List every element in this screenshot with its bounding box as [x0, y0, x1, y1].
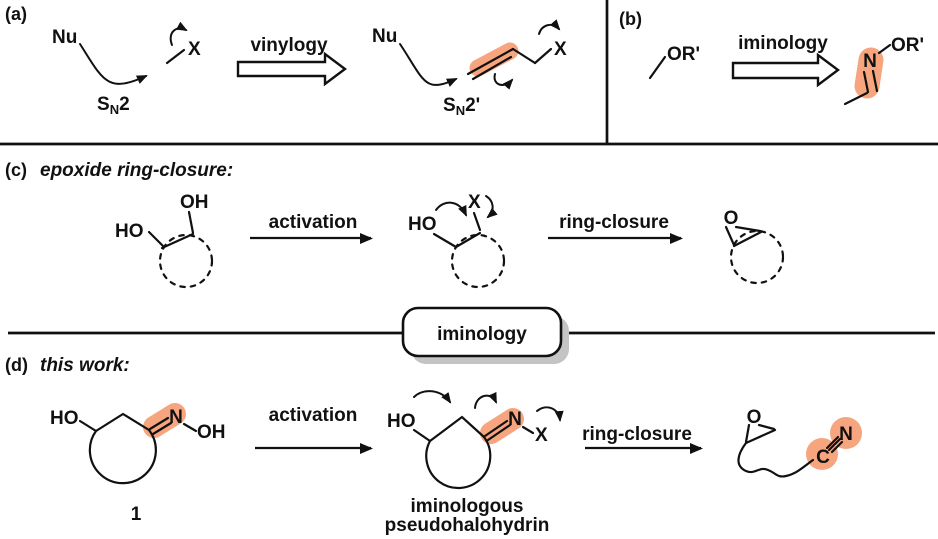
sn2-prime-label: SN2' — [443, 95, 480, 118]
panel-d: (d) this work: HO N OH 1 activation HO — [5, 355, 862, 536]
box-frame — [401, 306, 563, 358]
c-x-bond — [165, 48, 186, 65]
leaving-group-arrow — [538, 19, 561, 35]
sn2-label: SN2 — [97, 94, 130, 117]
pi-shift-arrow — [474, 391, 497, 409]
iminology-box-label: iminology — [437, 324, 527, 345]
pseudohalide-label: X — [535, 425, 548, 446]
hydroxyl-label: HO — [408, 214, 437, 235]
nucleophile-label: Nu — [52, 27, 77, 48]
panel-d-label: (d) — [5, 355, 28, 375]
panel-b-label: (b) — [619, 9, 642, 29]
diol-skeleton — [147, 210, 195, 250]
nitrile-nitrogen-label: N — [839, 424, 853, 445]
leaving-group-arrow — [169, 21, 188, 46]
imine-nitrogen-label: N — [863, 51, 877, 72]
imine-highlight — [854, 47, 884, 99]
intermediate-caption-line1: iminologous — [411, 496, 524, 517]
methyl-ether-bond — [648, 55, 667, 80]
leaving-group-label: X — [188, 39, 201, 60]
epoxy-nitrile-skeleton — [737, 423, 844, 478]
oxime-skeleton — [78, 412, 198, 485]
oxygen-attack-arrow — [413, 390, 452, 404]
hydroxyl-label-left: HO — [115, 221, 144, 242]
hydroxyl-label: HO — [387, 411, 416, 432]
allylic-skeleton — [466, 47, 553, 81]
activation-label: activation — [269, 212, 358, 233]
bond-shift-arrow — [493, 73, 514, 90]
hydroxyl-label: HO — [50, 408, 79, 429]
oxygen-attack-arrow — [435, 201, 467, 217]
iminology-box: iminology — [401, 306, 569, 364]
hydroxyl-label-top: OH — [180, 192, 209, 213]
vinylogy-block-arrow — [236, 51, 347, 87]
panel-c: (c) epoxide ring-closure: OH HO activati… — [5, 160, 785, 289]
epoxide-skeleton — [724, 225, 763, 248]
epoxide-oxygen-label: O — [724, 208, 739, 229]
ring-closure-label: ring-closure — [559, 212, 669, 233]
halohydrin-skeleton — [432, 211, 482, 249]
panel-c-label: (c) — [5, 160, 27, 180]
leaving-group-label: X — [554, 39, 567, 60]
epoxide-oxygen-label: O — [747, 407, 762, 428]
sn2-sub: N — [110, 102, 119, 117]
nucleophile-attack-arrow — [79, 43, 148, 85]
nitrile-carbon-label: C — [816, 447, 830, 468]
vinylogy-label: vinylogy — [250, 35, 328, 56]
iminology-arrow-label: iminology — [738, 33, 828, 54]
panel-c-title: epoxide ring-closure: — [40, 160, 233, 181]
unspecified-ring-dashed — [729, 229, 785, 285]
intermediate-caption-line2: pseudohalohydrin — [385, 515, 550, 536]
ring-closure-label: ring-closure — [582, 424, 692, 445]
unspecified-ring-dashed — [158, 233, 214, 289]
sn2p-sub: N — [456, 103, 465, 118]
unspecified-ring-dashed — [450, 233, 506, 289]
leaving-group-arrow — [536, 406, 564, 422]
panel-d-title: this work: — [40, 355, 130, 376]
pseudohalohydrin-skeleton — [412, 415, 535, 490]
ether-group-label: OR' — [891, 35, 924, 56]
panel-a: (a) Nu X SN2 vinylogy Nu X SN2' — [5, 4, 567, 118]
nucleophile-attack-arrow — [399, 43, 458, 87]
sn2p-num: 2' — [465, 95, 480, 116]
iminology-block-arrow — [731, 52, 840, 88]
activation-label: activation — [269, 405, 358, 426]
imine-nitrogen-label: N — [508, 409, 522, 430]
sn2p-s: S — [443, 95, 456, 116]
sn2-s: S — [97, 94, 110, 115]
compound-number: 1 — [131, 504, 142, 525]
panel-a-label: (a) — [5, 4, 27, 24]
ether-group-label: OR' — [667, 44, 700, 65]
panel-b: (b) OR' iminology N OR' — [619, 9, 924, 106]
oxime-hydroxyl-label: OH — [197, 422, 226, 443]
halide-leaving-arrow — [485, 195, 498, 219]
oxime-nitrogen-label: N — [169, 407, 183, 428]
halide-label: X — [468, 192, 481, 213]
sn2-num: 2 — [119, 94, 130, 115]
nucleophile-label: Nu — [372, 26, 397, 47]
oxime-ether-skeleton — [843, 43, 892, 106]
